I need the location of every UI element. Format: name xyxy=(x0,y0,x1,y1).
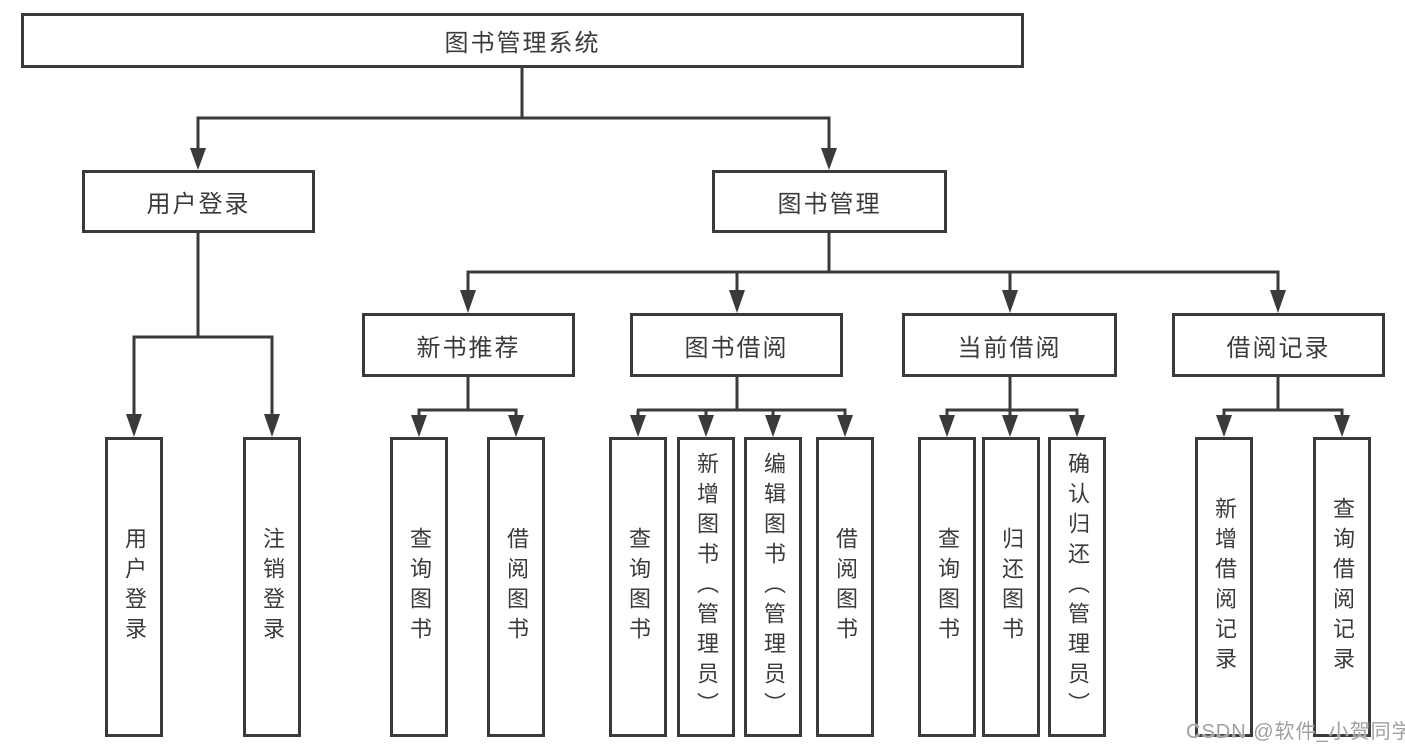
node-logout: 注销登录 xyxy=(243,437,301,737)
node-label: 查询借阅记录 xyxy=(1330,497,1355,677)
node-label: 新书推荐 xyxy=(416,334,521,362)
node-label: 图书管理系统 xyxy=(444,30,601,57)
node-borrowing-records: 借阅记录 xyxy=(1172,313,1385,377)
node-library-management-system: 图书管理系统 xyxy=(21,13,1024,68)
node-label: 图书管理 xyxy=(777,191,882,218)
connector-new-book-recommend-children xyxy=(411,377,524,437)
connector-borrowing-records-children xyxy=(1216,377,1350,437)
node-label: 借阅图书 xyxy=(833,527,858,647)
node-label: 当前借阅 xyxy=(957,334,1062,362)
node-new-book-recommend: 新书推荐 xyxy=(362,313,575,377)
node-bb-edit-books-admin: 编辑图书（管理员） xyxy=(744,437,802,737)
node-bb-add-books-admin: 新增图书（管理员） xyxy=(677,437,735,737)
node-label: 用户登录 xyxy=(122,527,147,647)
node-nbr-query-books: 查询图书 xyxy=(390,437,448,737)
node-login: 用户登录 xyxy=(105,437,163,737)
node-cb-return-books: 归还图书 xyxy=(982,437,1040,737)
node-label: 查询图书 xyxy=(407,527,432,647)
node-current-borrowing: 当前借阅 xyxy=(902,313,1117,377)
connector-user-login-children xyxy=(126,233,280,437)
connector-current-borrowing-children xyxy=(939,377,1085,437)
node-br-add-record: 新增借阅记录 xyxy=(1195,437,1253,737)
node-label: 注销登录 xyxy=(260,527,285,647)
node-cb-query-books: 查询图书 xyxy=(918,437,976,737)
connector-root-to-level2 xyxy=(190,66,837,170)
node-label: 借阅记录 xyxy=(1226,334,1331,362)
connector-book-management-children xyxy=(460,233,1286,313)
node-label: 借阅图书 xyxy=(504,527,529,647)
connector-book-borrowing-children xyxy=(630,377,853,437)
node-label: 图书借阅 xyxy=(684,334,789,362)
node-label: 确认归还（管理员） xyxy=(1065,452,1090,722)
node-br-query-record: 查询借阅记录 xyxy=(1313,437,1371,737)
node-user-login: 用户登录 xyxy=(82,170,315,233)
node-label: 查询图书 xyxy=(935,527,960,647)
node-label: 新增借阅记录 xyxy=(1212,497,1237,677)
csdn-watermark: CSDN @软件_小贺同学 xyxy=(1186,721,1405,743)
node-nbr-borrow-books: 借阅图书 xyxy=(487,437,545,737)
node-bb-borrow-books: 借阅图书 xyxy=(816,437,874,737)
node-label: 查询图书 xyxy=(626,527,651,647)
node-book-borrowing: 图书借阅 xyxy=(630,313,843,377)
node-cb-confirm-return-admin: 确认归还（管理员） xyxy=(1048,437,1106,737)
node-bb-query-books: 查询图书 xyxy=(609,437,667,737)
node-label: 编辑图书（管理员） xyxy=(761,452,786,722)
node-label: 新增图书（管理员） xyxy=(694,452,719,722)
node-label: 归还图书 xyxy=(999,527,1024,647)
node-book-management: 图书管理 xyxy=(712,170,947,233)
node-label: 用户登录 xyxy=(146,191,251,218)
